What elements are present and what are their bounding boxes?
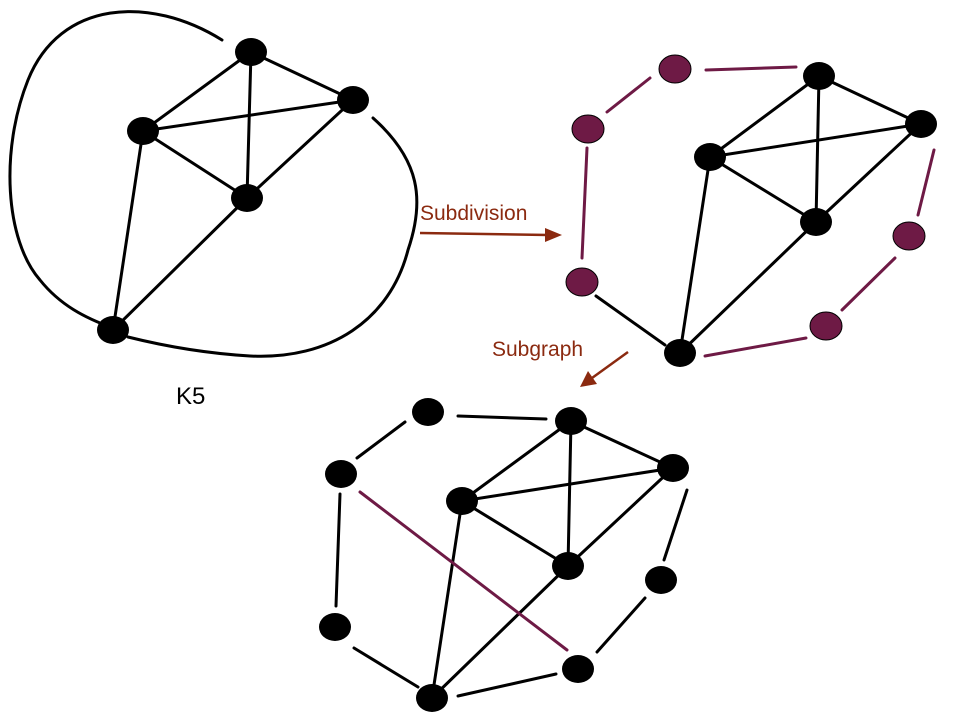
subgraph-edge: [662, 488, 689, 562]
subdivision-edge: [814, 122, 923, 224]
k5-edge: [141, 98, 355, 133]
subdivision-edge: [678, 220, 818, 355]
subgraph-vertex: [657, 454, 689, 482]
k5-edge: [245, 50, 253, 200]
subdivision-purple-edges: [580, 65, 936, 358]
subdivision-added-vertex: [809, 311, 843, 341]
subdivision-edge: [814, 74, 821, 224]
subdivision-original-vertices: [664, 62, 937, 367]
subgraph-vertex: [416, 684, 448, 712]
subgraph-vertex: [446, 487, 478, 515]
subgraph-vertex: [325, 460, 357, 488]
k5-edge-right-bottom-curve: [126, 116, 419, 358]
k5-vertex: [337, 86, 369, 114]
subgraph-edge: [566, 466, 675, 568]
subgraph-vertices: [319, 398, 689, 712]
k5-label: K5: [176, 383, 205, 410]
k5-edge: [111, 129, 145, 332]
subdivision-added-vertex: [571, 114, 605, 144]
subdivision-arrow: [419, 228, 562, 242]
subgraph-vertex: [552, 552, 584, 580]
k5-vertex: [231, 184, 263, 212]
subgraph-edge: [569, 419, 675, 470]
subgraph-edge: [566, 419, 573, 568]
subgraph-vertex: [645, 566, 677, 594]
subgraph-edge: [355, 420, 407, 460]
subdivision-black-edges: [594, 74, 923, 355]
subgraph-vertex: [319, 613, 351, 641]
k5-edge: [111, 196, 249, 332]
subdivision-edge: [708, 122, 923, 159]
subdivision-vertex: [905, 110, 937, 138]
subgraph-label: Subgraph: [492, 338, 583, 361]
subdivision-added-vertex: [565, 267, 599, 297]
subgraph-vertex: [412, 398, 444, 426]
subgraph-edge: [430, 564, 570, 700]
subdivision-edge: [594, 294, 667, 347]
subdivision-edge: [605, 76, 652, 114]
subdivision-vertex: [664, 339, 696, 367]
subgraph-vertex: [562, 655, 594, 683]
subdivision-label: Subdivision: [420, 202, 527, 225]
subgraph-vertex: [555, 407, 587, 435]
subgraph-edge: [456, 672, 558, 698]
subdivision-vertex: [803, 62, 835, 90]
subdivision-edge: [708, 74, 821, 159]
subgraph-edge: [456, 414, 548, 421]
subdivision-new-vertices: [565, 54, 926, 341]
subdivision-vertex: [800, 208, 832, 236]
subdivision-edge: [580, 146, 589, 260]
subdivision-edge: [708, 155, 818, 224]
subdivision-edge: [678, 155, 712, 355]
k5-edge: [141, 50, 253, 133]
subgraph-edge: [460, 419, 573, 503]
subdivision-edge: [916, 148, 936, 217]
k5-edge: [141, 129, 249, 200]
k5-graph: [8, 10, 419, 358]
subdivision-edge: [817, 74, 923, 126]
subgraph-edge: [460, 466, 675, 503]
subgraph-highlighted-edge: [358, 490, 569, 652]
k5-vertex: [127, 117, 159, 145]
subgraph-edge: [352, 646, 420, 689]
subdivision-vertex: [694, 143, 726, 171]
k5-vertex: [235, 38, 267, 66]
subdivision-added-vertex: [658, 54, 692, 84]
k5-edge: [245, 98, 355, 200]
subdivision-edge: [840, 256, 897, 312]
subdivision-added-vertex: [892, 221, 926, 251]
subgraph-edge: [595, 596, 647, 654]
subgraph-arrow: [580, 350, 629, 387]
k5-edge: [249, 50, 355, 102]
subgraph-edge: [334, 492, 342, 608]
k5-edge-top-bottom-curve: [8, 10, 224, 330]
subgraph-black-edges: [334, 414, 689, 700]
subgraph-edge: [460, 499, 570, 568]
subgraph-edge: [430, 499, 464, 700]
subdivision-edge: [704, 65, 798, 72]
subdivision-edge: [703, 336, 808, 358]
k5-vertices: [97, 38, 369, 344]
k5-vertex: [97, 316, 129, 344]
